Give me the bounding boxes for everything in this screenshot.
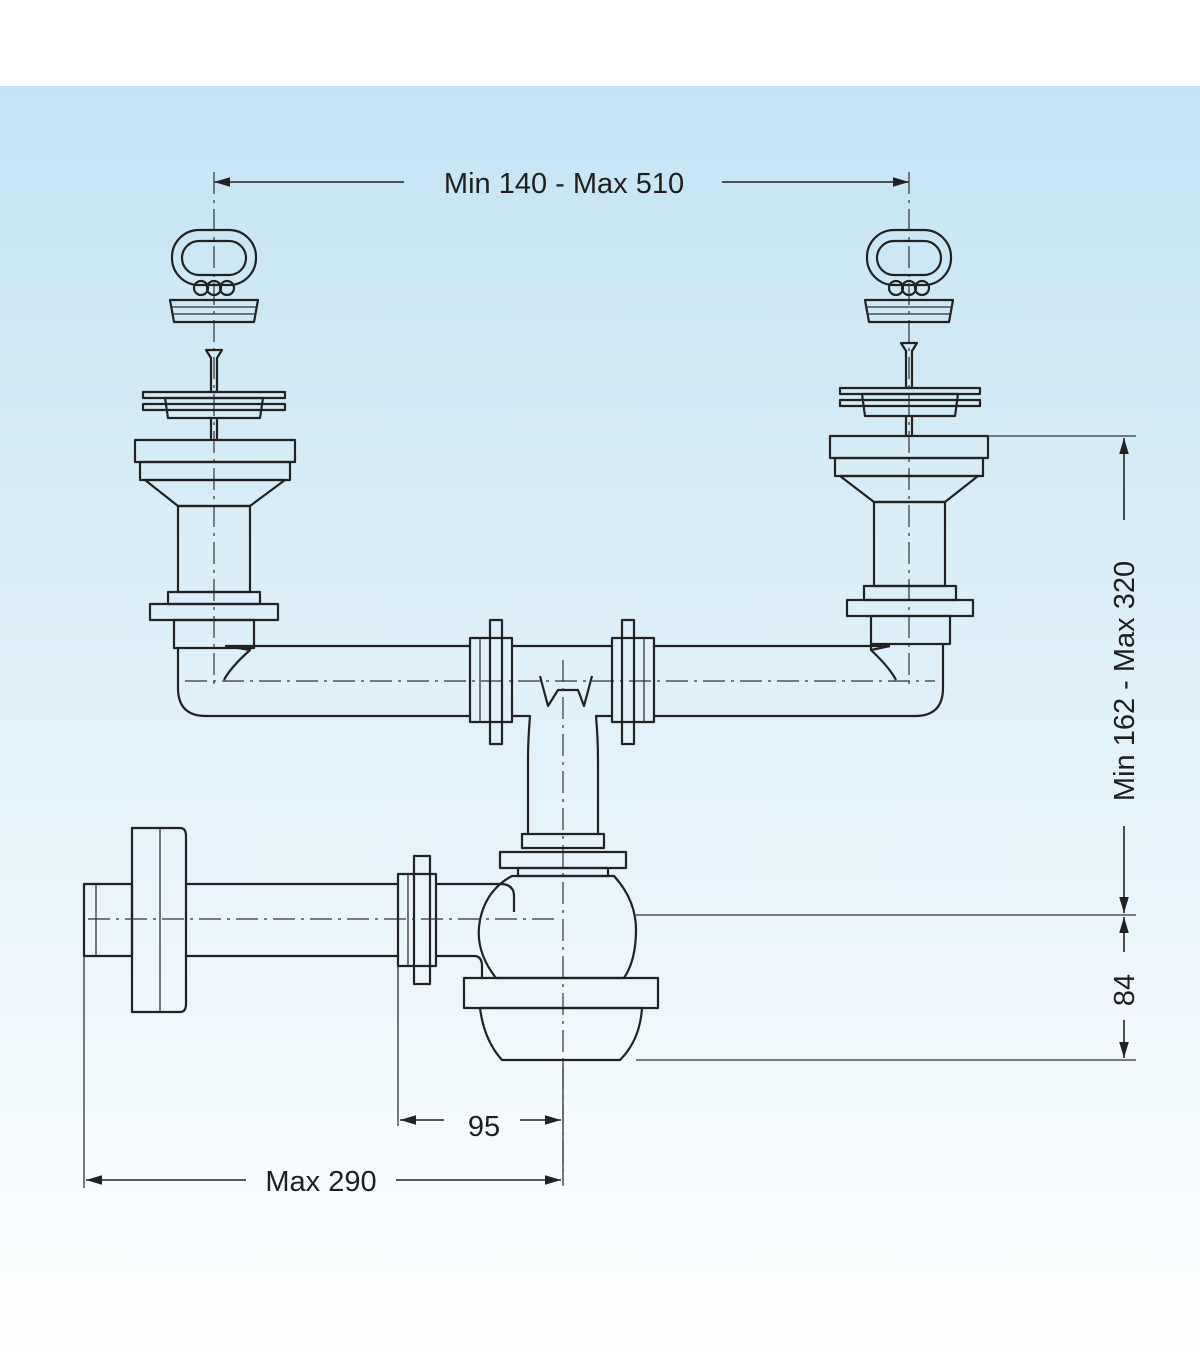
- height-dimension: Min 162 - Max 320 84: [636, 435, 1141, 1061]
- trap-depth-label: 84: [1109, 974, 1141, 1006]
- outlet-offset-label: 95: [468, 1111, 500, 1143]
- connecting-pipes: [176, 644, 945, 718]
- background-panel: [0, 86, 1200, 1372]
- outlet-pipe: [82, 826, 560, 1014]
- top-spacing-dimension: Min 140 - Max 510: [214, 168, 909, 200]
- right-strainer-assembly: [828, 228, 990, 646]
- height-range-label: Min 162 - Max 320: [1109, 561, 1141, 801]
- top-spacing-label: Min 140 - Max 510: [444, 168, 684, 200]
- bottle-trap: [462, 832, 660, 1062]
- bottom-dimensions: 95 Max 290: [83, 956, 564, 1198]
- tee-fitting: [468, 618, 656, 1180]
- left-strainer-assembly: [133, 228, 297, 650]
- outlet-reach-label: Max 290: [265, 1166, 376, 1198]
